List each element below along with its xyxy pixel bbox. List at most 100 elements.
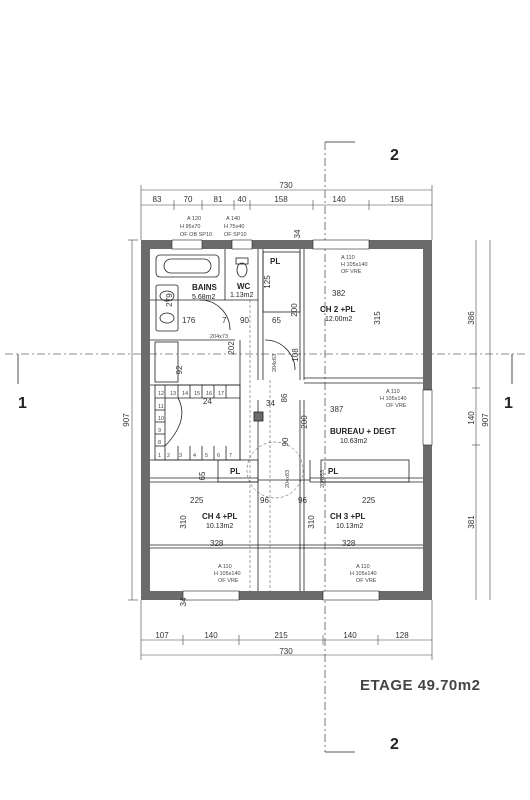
ch3-window-of: OF VRE <box>356 578 377 584</box>
window-openings <box>171 239 433 601</box>
room-bureau-name: BUREAU + DEGT <box>330 427 396 436</box>
svg-text:13: 13 <box>170 391 176 397</box>
staircase <box>154 384 264 461</box>
room-bains-name: BAINS <box>192 283 218 292</box>
right-dim-1: 386 <box>467 311 476 325</box>
left-total-dim: 907 <box>122 413 131 427</box>
svg-text:24: 24 <box>203 397 212 406</box>
svg-text:2: 2 <box>167 453 170 459</box>
opening-notes: A 120 H 95x70 OF OB SP10 A 140 H 75x40 O… <box>180 216 407 584</box>
svg-text:65: 65 <box>198 471 207 480</box>
bureau-window-h: H 105x140 <box>380 396 407 402</box>
svg-text:96: 96 <box>260 496 269 505</box>
top-dim-6: 140 <box>332 195 346 204</box>
svg-text:92: 92 <box>175 365 184 374</box>
closet-ch4-label: PL <box>230 467 240 476</box>
svg-text:7: 7 <box>222 316 227 325</box>
svg-text:1: 1 <box>158 453 161 459</box>
svg-text:204x63: 204x63 <box>272 354 278 372</box>
bath-fixtures <box>154 254 296 383</box>
room-ch2-area: 12.00m2 <box>325 316 352 323</box>
svg-text:200: 200 <box>290 303 299 317</box>
interior-dimensions: 125 382 315 200 65 90 7 176 202 108 86 3… <box>165 229 382 606</box>
right-dim-2: 140 <box>467 411 476 425</box>
top-dim-3: 81 <box>214 195 223 204</box>
bains-window-h: H 95x70 <box>180 224 201 230</box>
svg-text:7: 7 <box>229 453 232 459</box>
svg-text:328: 328 <box>342 539 356 548</box>
floor-title: ETAGE 49.70m2 <box>360 677 480 694</box>
ch4-window-a: A 110 <box>218 564 232 570</box>
bottom-dim-2: 140 <box>204 631 218 640</box>
wc-window-of: OF SP10 <box>224 232 247 238</box>
closets <box>217 251 410 483</box>
svg-text:90: 90 <box>240 316 249 325</box>
room-wc-area: 1.13m2 <box>230 292 253 299</box>
bains-window-of: OF OB SP10 <box>180 232 212 238</box>
section-lines <box>5 141 525 753</box>
ch2-window-a: A 110 <box>341 255 355 261</box>
ch2-window-h: H 105x140 <box>341 262 368 268</box>
top-dimension-lines <box>140 185 433 240</box>
bottom-total-dim: 730 <box>279 647 293 656</box>
section-2-bottom-label: 2 <box>390 736 399 753</box>
svg-text:279: 279 <box>165 293 174 307</box>
svg-text:90: 90 <box>281 437 290 446</box>
svg-text:204x83: 204x83 <box>320 470 326 488</box>
ch3-window-a: A 110 <box>356 564 370 570</box>
svg-text:17: 17 <box>218 391 224 397</box>
svg-text:4: 4 <box>193 453 196 459</box>
svg-text:11: 11 <box>158 404 164 410</box>
room-bureau-area: 10.63m2 <box>340 438 367 445</box>
svg-text:225: 225 <box>362 496 376 505</box>
svg-text:34: 34 <box>179 597 188 606</box>
svg-text:202: 202 <box>227 341 236 355</box>
stair-step-numbers: 1 2 3 4 5 6 7 8 9 10 11 12 13 14 15 16 1… <box>158 391 232 459</box>
svg-text:8: 8 <box>158 440 161 446</box>
interior-partitions <box>150 249 423 591</box>
bottom-dim-4: 140 <box>343 631 357 640</box>
svg-text:125: 125 <box>263 275 272 289</box>
top-dim-7: 158 <box>390 195 404 204</box>
svg-text:204x73: 204x73 <box>210 334 228 340</box>
closet-ch3-label: PL <box>328 467 338 476</box>
svg-text:204x83: 204x83 <box>285 470 291 488</box>
svg-text:382: 382 <box>332 289 346 298</box>
ch2-window-of: OF VRE <box>341 269 362 275</box>
svg-text:310: 310 <box>179 515 188 529</box>
room-ch2-name: CH 2 +PL <box>320 305 355 314</box>
svg-text:328: 328 <box>210 539 224 548</box>
svg-text:14: 14 <box>182 391 188 397</box>
room-ch3-area: 10.13m2 <box>336 523 363 530</box>
svg-text:5: 5 <box>205 453 208 459</box>
ch4-window-h: H 105x140 <box>214 571 241 577</box>
bureau-window-a: A 110 <box>386 389 400 395</box>
svg-text:310: 310 <box>307 515 316 529</box>
top-dim-4: 40 <box>238 195 247 204</box>
svg-text:12: 12 <box>158 391 164 397</box>
svg-text:3: 3 <box>179 453 182 459</box>
room-bains-area: 5.68m2 <box>192 294 215 301</box>
svg-text:10: 10 <box>158 416 164 422</box>
closet-ch2-label: PL <box>270 257 280 266</box>
svg-text:225: 225 <box>190 496 204 505</box>
section-1-left-label: 1 <box>18 395 27 412</box>
room-wc-name: WC <box>237 282 251 291</box>
ch3-window-h: H 105x140 <box>350 571 377 577</box>
section-1-right-label: 1 <box>504 395 513 412</box>
svg-text:96: 96 <box>298 496 307 505</box>
svg-text:9: 9 <box>158 428 161 434</box>
svg-text:387: 387 <box>330 405 344 414</box>
bureau-window-of: OF VRE <box>386 403 407 409</box>
top-dim-2: 70 <box>184 195 193 204</box>
bottom-dim-3: 215 <box>274 631 288 640</box>
svg-text:16: 16 <box>206 391 212 397</box>
section-2-top-label: 2 <box>390 147 399 164</box>
svg-text:34: 34 <box>293 229 302 238</box>
svg-text:315: 315 <box>373 311 382 325</box>
svg-text:15: 15 <box>194 391 200 397</box>
svg-text:65: 65 <box>272 316 281 325</box>
bains-window-a: A 120 <box>187 216 201 222</box>
ch4-window-of: OF VRE <box>218 578 239 584</box>
